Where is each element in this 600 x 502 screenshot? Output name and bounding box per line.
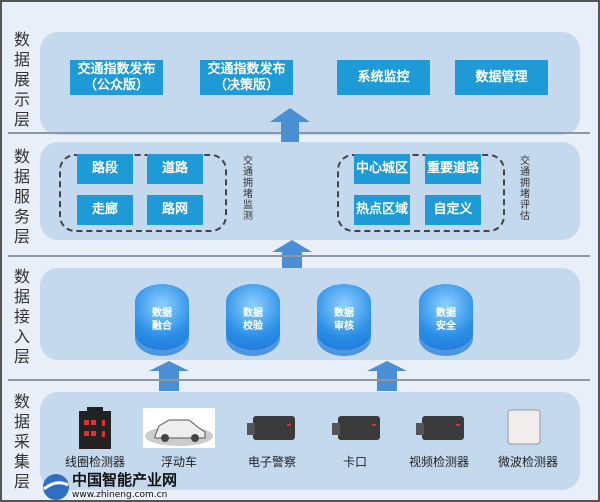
- device-label: 电子警察: [247, 455, 296, 469]
- congestion-monitor-label: 交通拥堵监测: [243, 156, 253, 222]
- data-audit-disc: 数据 审核: [317, 284, 371, 356]
- data-fusion-disc: 数据 融合: [135, 284, 189, 356]
- device-label: 浮动车: [160, 455, 197, 469]
- hotspot-item: 热点区域: [354, 195, 410, 225]
- network-item: 路网: [147, 195, 203, 225]
- watermark-url: www.zhineng.com.cn: [72, 490, 168, 500]
- collect-layer-panel: [40, 392, 580, 490]
- device-label: 视频检测器: [408, 455, 469, 469]
- access-layer-panel: [40, 268, 580, 360]
- watermark-name: 中国智能产业网: [72, 471, 178, 489]
- congestion-monitor-group: [59, 154, 227, 232]
- device-label: 线圈检测器: [64, 455, 125, 469]
- decision-index-button: 交通指数发布 （决策版）: [200, 60, 293, 95]
- data-management-button: 数据管理: [455, 60, 548, 95]
- system-monitor-button: 系统监控: [337, 60, 430, 95]
- congestion-evaluation-label: 交通拥堵评估: [520, 156, 530, 222]
- device-label: 微波检测器: [497, 455, 558, 469]
- layer-divider: [8, 379, 590, 381]
- globe-logo-icon: [43, 474, 69, 500]
- layer-divider: [8, 255, 590, 257]
- data-validation-disc: 数据 校验: [226, 284, 280, 356]
- microwave-detector-icon: [507, 409, 541, 445]
- coil-detector-icon: [79, 407, 111, 449]
- camera-icon: [416, 416, 464, 440]
- double-arrow-icon: [270, 108, 310, 172]
- camera-icon: [332, 416, 380, 440]
- layer-label-access: 数据接入层: [13, 267, 30, 366]
- road-item: 道路: [147, 154, 203, 184]
- data-security-disc: 数据 安全: [419, 284, 473, 356]
- custom-item: 自定义: [425, 195, 481, 225]
- layer-label-display: 数据展示层: [13, 30, 30, 129]
- central-city-item: 中心城区: [354, 154, 410, 184]
- up-arrow-icon: [149, 361, 189, 391]
- device-label: 卡口: [342, 455, 367, 469]
- segment-item: 路段: [77, 154, 133, 184]
- camera-icon: [247, 416, 295, 440]
- public-index-button: 交通指数发布 （公众版）: [70, 60, 163, 95]
- car-icon: [143, 408, 215, 448]
- layer-label-collect: 数据采集层: [13, 392, 30, 491]
- up-arrow-icon: [272, 240, 312, 268]
- up-arrow-icon: [367, 361, 407, 391]
- layer-label-service: 数据服务层: [13, 147, 30, 246]
- watermark-logo: 中国智能产业网 www.zhineng.com.cn: [42, 472, 192, 502]
- key-road-item: 重要道路: [425, 154, 481, 184]
- corridor-item: 走廊: [77, 195, 133, 225]
- congestion-evaluation-group: [337, 154, 505, 232]
